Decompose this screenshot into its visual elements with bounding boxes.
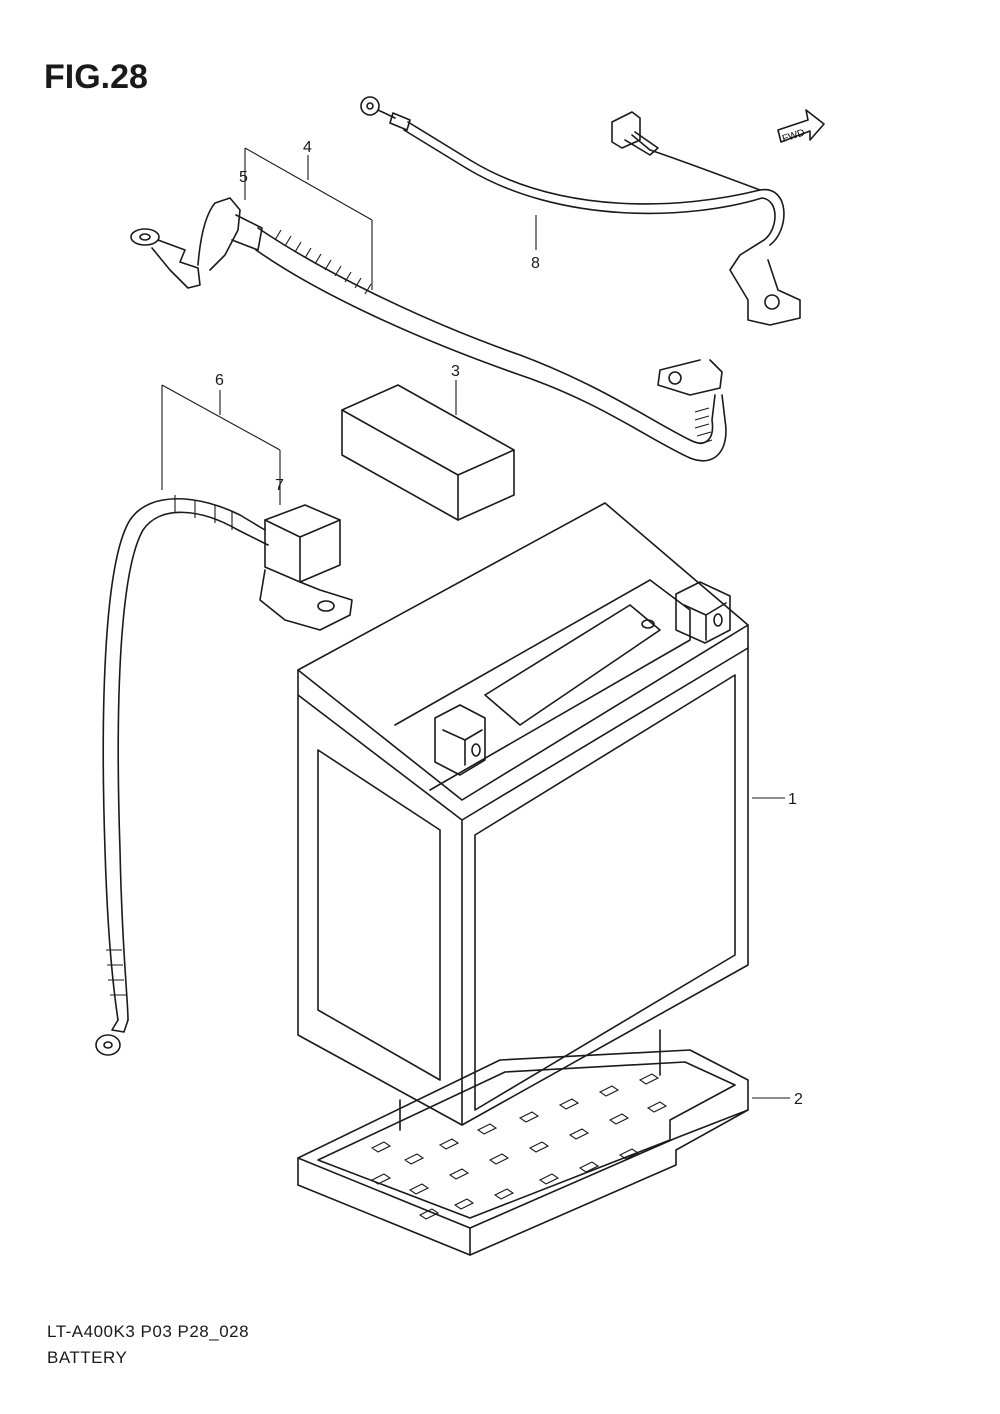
part-8-harness-lead: 8 bbox=[360, 96, 801, 326]
part-2-battery-tray: 2 bbox=[297, 1029, 803, 1256]
callout-3: 3 bbox=[451, 363, 460, 380]
callout-5: 5 bbox=[239, 169, 248, 186]
callout-1: 1 bbox=[788, 791, 797, 808]
callout-2: 2 bbox=[794, 1091, 803, 1108]
callout-6: 6 bbox=[215, 372, 224, 389]
part-3-pad: 3 bbox=[341, 363, 515, 521]
callout-7: 7 bbox=[275, 477, 284, 494]
callout-4: 4 bbox=[303, 139, 312, 156]
part-1-battery: 1 bbox=[297, 502, 797, 1126]
forward-arrow-icon: FWD bbox=[777, 109, 825, 145]
section-name: BATTERY bbox=[47, 1348, 128, 1367]
part-6-negative-lead: 6 7 bbox=[95, 372, 353, 1056]
callout-8: 8 bbox=[531, 255, 540, 272]
wire-spiral-marks bbox=[274, 229, 713, 445]
model-code: LT-A400K3 P03 P28_028 bbox=[47, 1322, 250, 1341]
figure-title: FIG.28 bbox=[44, 58, 148, 96]
part-4-positive-lead: 4 5 bbox=[130, 139, 727, 462]
tray-slots bbox=[370, 1073, 668, 1220]
